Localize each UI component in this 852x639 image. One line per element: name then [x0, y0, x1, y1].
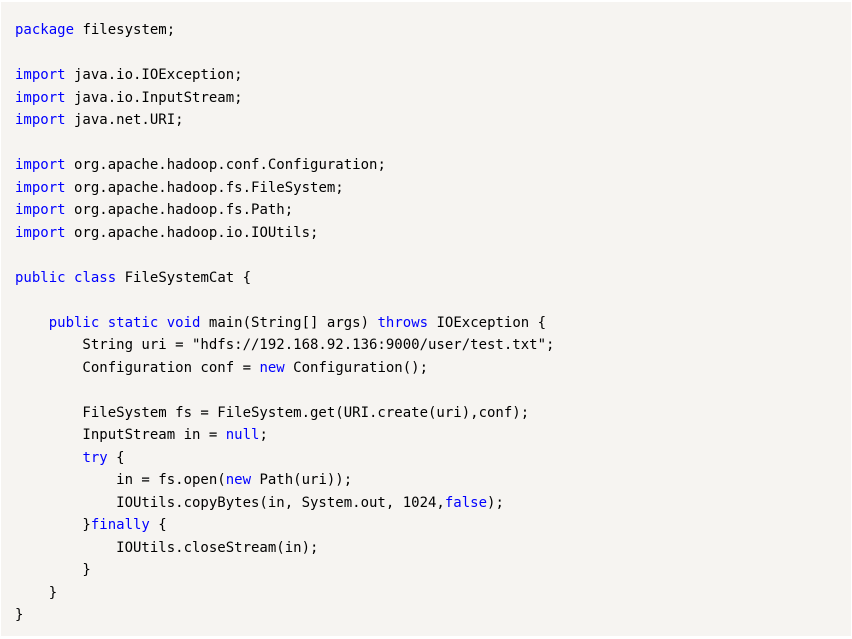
code-text: } — [15, 562, 91, 578]
code-text: java.io.IOException; — [65, 67, 243, 83]
code-line: IOUtils.copyBytes(in, System.out, 1024,f… — [15, 492, 851, 515]
code-keyword: import — [15, 224, 66, 241]
code-text: org.apache.hadoop.fs.Path; — [65, 202, 294, 218]
code-line: } — [15, 582, 851, 605]
code-line: try { — [15, 447, 851, 470]
code-line: import java.net.URI; — [15, 109, 851, 132]
code-text: ); — [487, 494, 504, 511]
code-text — [66, 270, 74, 286]
code-line: String uri = "hdfs://192.168.92.136:9000… — [15, 334, 851, 357]
code-text — [99, 315, 107, 331]
code-text: java.io.InputStream; — [65, 89, 243, 106]
code-line — [15, 42, 851, 65]
code-keyword: finally — [90, 517, 150, 533]
code-line: }finally { — [15, 514, 851, 537]
code-text: in = fs.open( — [15, 472, 226, 488]
code-line: } — [15, 604, 851, 627]
code-line — [15, 244, 851, 267]
code-keyword: package — [15, 22, 75, 38]
code-line: public static void main(String[] args) t… — [15, 312, 851, 335]
code-keyword: void — [166, 314, 201, 331]
code-text: { — [107, 449, 125, 466]
code-text: String uri = "hdfs://192.168.92.136:9000… — [15, 337, 555, 353]
code-line: import java.io.IOException; — [15, 64, 851, 87]
code-text: } — [15, 607, 24, 623]
code-keyword: false — [444, 494, 488, 511]
code-keyword: public — [48, 314, 100, 331]
code-text: org.apache.hadoop.conf.Configuration; — [65, 157, 386, 173]
code-text: } — [15, 584, 58, 601]
code-line: import org.apache.hadoop.fs.FileSystem; — [15, 177, 851, 200]
code-keyword: public — [15, 269, 66, 286]
code-text — [158, 315, 166, 331]
code-line: Configuration conf = new Configuration()… — [15, 357, 851, 380]
code-text: InputStream in = — [15, 427, 226, 443]
code-line: package filesystem; — [15, 19, 851, 42]
code-line: InputStream in = null; — [15, 424, 851, 447]
code-text: Configuration conf = — [15, 359, 260, 376]
code-text: Configuration(); — [284, 359, 429, 376]
code-line: import org.apache.hadoop.conf.Configurat… — [15, 154, 851, 177]
code-line: import org.apache.hadoop.io.IOUtils; — [15, 222, 851, 245]
code-text: { — [149, 517, 167, 533]
code-text: Path(uri)); — [251, 472, 353, 488]
code-keyword: static — [107, 314, 159, 331]
code-text: org.apache.hadoop.fs.FileSystem; — [65, 179, 344, 196]
code-text: IOUtils.copyBytes(in, System.out, 1024, — [15, 494, 445, 511]
code-line: FileSystem fs = FileSystem.get(URI.creat… — [15, 402, 851, 425]
code-text: java.net.URI; — [65, 112, 184, 128]
code-keyword: try — [82, 449, 108, 466]
code-text — [15, 315, 49, 331]
code-text: IOException { — [428, 314, 547, 331]
code-line — [15, 379, 851, 402]
code-line: import java.io.InputStream; — [15, 87, 851, 110]
code-line: } — [15, 559, 851, 582]
code-text: filesystem; — [74, 22, 176, 38]
code-keyword: class — [74, 269, 117, 286]
code-keyword: import — [15, 179, 66, 196]
code-keyword: new — [225, 472, 252, 488]
code-text: FileSystemCat { — [116, 269, 252, 286]
code-line: in = fs.open(new Path(uri)); — [15, 469, 851, 492]
code-text: main(String[] args) — [200, 314, 378, 331]
code-line: import org.apache.hadoop.fs.Path; — [15, 199, 851, 222]
code-line — [15, 289, 851, 312]
code-text: IOUtils.closeStream(in); — [15, 539, 319, 556]
code-text: } — [15, 517, 91, 533]
code-text — [15, 450, 82, 466]
code-keyword: import — [15, 67, 66, 83]
code-keyword: import — [15, 89, 66, 106]
code-keyword: import — [15, 202, 66, 218]
code-keyword: import — [15, 112, 66, 128]
code-line: IOUtils.closeStream(in); — [15, 537, 851, 560]
code-text: org.apache.hadoop.io.IOUtils; — [65, 224, 319, 241]
code-keyword: throws — [377, 314, 429, 331]
code-text: ; — [259, 427, 268, 443]
code-line: public class FileSystemCat { — [15, 267, 851, 290]
code-line — [15, 132, 851, 155]
code-text: FileSystem fs = FileSystem.get(URI.creat… — [15, 404, 530, 421]
code-keyword: null — [225, 427, 260, 443]
code-keyword: import — [15, 157, 66, 173]
code-keyword: new — [259, 359, 285, 376]
